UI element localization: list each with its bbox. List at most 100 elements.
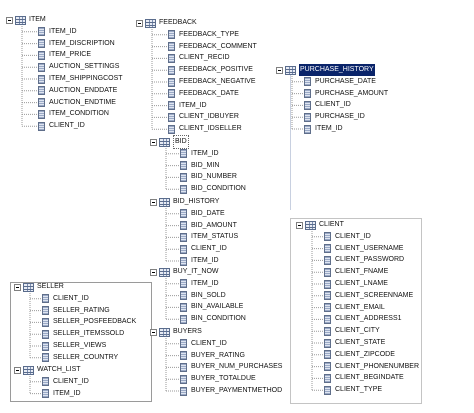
- collapse-toggle-icon[interactable]: [276, 66, 283, 74]
- column-node[interactable]: FEEDBACK_COMMENT: [168, 41, 257, 53]
- column-node[interactable]: FEEDBACK_DATE: [168, 88, 239, 100]
- column-name: ITEM_ID: [191, 257, 219, 264]
- collapse-toggle-icon[interactable]: [150, 328, 157, 336]
- column-node[interactable]: ITEM_ID: [168, 100, 207, 112]
- column-icon: [180, 232, 187, 242]
- column-node[interactable]: CLIENT_STATE: [324, 337, 385, 349]
- column-node[interactable]: SELLER_ITEMSSOLD: [42, 328, 124, 340]
- column-name: PURCHASE_ID: [315, 113, 365, 121]
- column-node[interactable]: CLIENT_FNAME: [324, 266, 388, 278]
- column-node[interactable]: ITEM_STATUS: [180, 231, 238, 243]
- column-node[interactable]: ITEM_ID: [180, 255, 219, 267]
- column-node[interactable]: BIN_CONDITION: [180, 313, 246, 325]
- column-node[interactable]: BUYER_NUM_PURCHASES: [180, 361, 282, 373]
- column-node[interactable]: BID_DATE: [180, 208, 225, 220]
- column-node[interactable]: ITEM_ID: [304, 123, 343, 135]
- table-node-watch-list[interactable]: WATCH_LIST: [14, 364, 81, 376]
- collapse-toggle-icon[interactable]: [296, 221, 303, 229]
- column-icon: [38, 121, 45, 131]
- column-node[interactable]: CLIENT_IDSELLER: [168, 123, 242, 135]
- collapse-toggle-icon[interactable]: [14, 283, 21, 291]
- column-node[interactable]: BID_CONDITION: [180, 183, 246, 195]
- column-node[interactable]: CLIENT_ID: [304, 99, 351, 111]
- table-name[interactable]: BID: [173, 135, 189, 149]
- column-node[interactable]: BUYER_RATING: [180, 350, 245, 362]
- column-node[interactable]: BIN_AVAILABLE: [180, 301, 243, 313]
- table-name[interactable]: BUY_IT_NOW: [173, 268, 219, 275]
- table-name[interactable]: CLIENT: [319, 221, 344, 228]
- table-node-bid-history[interactable]: BID_HISTORY: [150, 196, 219, 208]
- column-node[interactable]: ITEM_PRICE: [38, 49, 91, 61]
- column-node[interactable]: CLIENT_CITY: [324, 325, 380, 337]
- table-name[interactable]: PURCHASE_HISTORY: [299, 64, 375, 76]
- column-node[interactable]: SELLER_VIEWS: [42, 340, 106, 352]
- column-node[interactable]: CLIENT_ADDRESS1: [324, 313, 402, 325]
- column-node[interactable]: CLIENT_ZIPCODE: [324, 349, 395, 361]
- column-node[interactable]: CLIENT_ID: [180, 243, 227, 255]
- column-node[interactable]: BID_MIN: [180, 160, 219, 172]
- column-node[interactable]: CLIENT_PHONENUMBER: [324, 361, 419, 373]
- table-node-item[interactable]: ITEM: [6, 14, 46, 26]
- column-node[interactable]: CLIENT_PASSWORD: [324, 254, 404, 266]
- column-node[interactable]: FEEDBACK_NEGATIVE: [168, 76, 256, 88]
- column-node[interactable]: ITEM_ID: [180, 148, 219, 160]
- column-node[interactable]: ITEM_CONDITION: [38, 108, 109, 120]
- column-node[interactable]: AUCTION_ENDTIME: [38, 97, 116, 109]
- collapse-toggle-icon[interactable]: [14, 366, 21, 374]
- column-node[interactable]: CLIENT_BEGINDATE: [324, 372, 404, 384]
- column-node[interactable]: ITEM_SHIPPINGCOST: [38, 73, 123, 85]
- column-node[interactable]: BIN_SOLD: [180, 290, 226, 302]
- table-node-feedback[interactable]: FEEDBACK: [136, 17, 197, 29]
- column-node[interactable]: BUYER_TOTALDUE: [180, 373, 256, 385]
- column-node[interactable]: BUYER_PAYMENTMETHOD: [180, 385, 282, 397]
- column-node[interactable]: CLIENT_ID: [42, 293, 89, 305]
- column-node[interactable]: ITEM_ID: [180, 278, 219, 290]
- collapse-toggle-icon[interactable]: [150, 268, 157, 276]
- table-node-buyers[interactable]: BUYERS: [150, 326, 202, 338]
- column-icon: [42, 317, 49, 327]
- column-node[interactable]: CLIENT_ID: [324, 231, 371, 243]
- column-icon: [168, 30, 175, 40]
- column-node[interactable]: AUCTION_ENDDATE: [38, 85, 117, 97]
- column-node[interactable]: CLIENT_ID: [38, 120, 85, 132]
- column-node[interactable]: CLIENT_EMAIL: [324, 302, 385, 314]
- column-node[interactable]: BID_AMOUNT: [180, 220, 237, 232]
- column-node[interactable]: ITEM_DISCRIPTION: [38, 38, 115, 50]
- collapse-toggle-icon[interactable]: [6, 16, 13, 24]
- column-node[interactable]: FEEDBACK_POSITIVE: [168, 64, 253, 76]
- column-node[interactable]: CLIENT_ID: [180, 338, 227, 350]
- column-node[interactable]: CLIENT_IDBUYER: [168, 111, 239, 123]
- column-node[interactable]: ITEM_ID: [38, 26, 77, 38]
- table-node-seller[interactable]: SELLER: [14, 281, 64, 293]
- collapse-toggle-icon[interactable]: [150, 198, 157, 206]
- column-node[interactable]: CLIENT_SCREENNAME: [324, 290, 413, 302]
- table-name[interactable]: BID_HISTORY: [173, 198, 220, 205]
- column-node[interactable]: BID_NUMBER: [180, 171, 237, 183]
- collapse-toggle-icon[interactable]: [150, 138, 157, 146]
- column-node[interactable]: CLIENT_USERNAME: [324, 243, 403, 255]
- table-node-buy-it-now[interactable]: BUY_IT_NOW: [150, 266, 219, 278]
- table-name[interactable]: ITEM: [29, 16, 46, 23]
- column-node[interactable]: CLIENT_LNAME: [324, 278, 388, 290]
- column-node[interactable]: PURCHASE_AMOUNT: [304, 88, 388, 100]
- table-name[interactable]: BUYERS: [173, 328, 202, 335]
- column-node[interactable]: CLIENT_RECID: [168, 52, 230, 64]
- table-name[interactable]: SELLER: [37, 283, 64, 290]
- column-node[interactable]: FEEDBACK_TYPE: [168, 29, 239, 41]
- column-node[interactable]: SELLER_RATING: [42, 305, 110, 317]
- column-name: ITEM_ID: [179, 101, 207, 109]
- table-node-bid[interactable]: BID: [150, 135, 189, 149]
- collapse-toggle-icon[interactable]: [136, 19, 143, 27]
- column-node[interactable]: SELLER_COUNTRY: [42, 352, 118, 364]
- column-node[interactable]: PURCHASE_ID: [304, 111, 365, 123]
- column-node[interactable]: CLIENT_TYPE: [324, 384, 382, 396]
- table-name[interactable]: FEEDBACK: [159, 19, 197, 26]
- table-node-purchase-history[interactable]: PURCHASE_HISTORY: [276, 64, 375, 76]
- column-node[interactable]: CLIENT_ID: [42, 376, 89, 388]
- column-node[interactable]: AUCTION_SETTINGS: [38, 61, 119, 73]
- table-name[interactable]: WATCH_LIST: [37, 366, 81, 373]
- column-node[interactable]: SELLER_POSFEEDBACK: [42, 316, 136, 328]
- column-node[interactable]: PURCHASE_DATE: [304, 76, 376, 88]
- table-node-client[interactable]: CLIENT: [296, 219, 344, 231]
- column-node[interactable]: ITEM_ID: [42, 388, 81, 400]
